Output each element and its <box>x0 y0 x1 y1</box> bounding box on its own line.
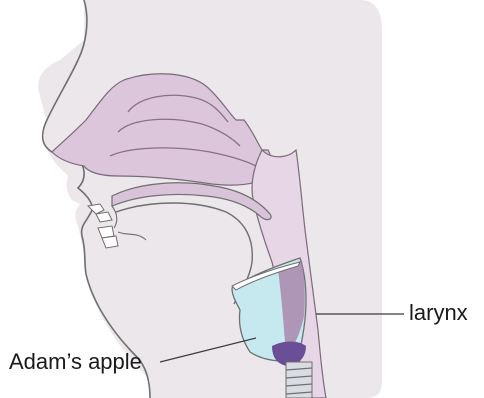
adams-apple-label: Adam’s apple <box>9 351 142 373</box>
trachea <box>286 362 312 398</box>
larynx-label: larynx <box>409 302 468 324</box>
